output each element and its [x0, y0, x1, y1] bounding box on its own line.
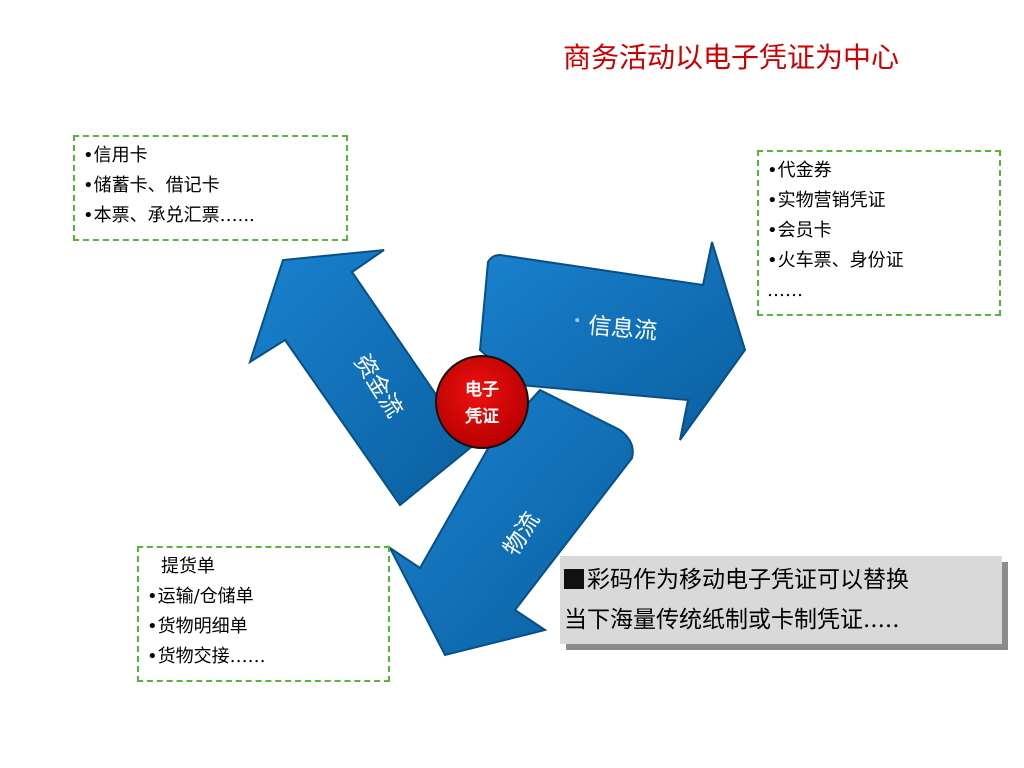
capital-item: •信用卡 [83, 145, 148, 166]
note-box: 彩码作为移动电子凭证可以替换 当下海量传统纸制或卡制凭证..... [560, 556, 1002, 644]
logistics-flow-arrow [387, 388, 634, 657]
information-flow-arrow [478, 241, 747, 441]
information-flow-label-group: 信息流 [575, 313, 658, 345]
information-item: •实物营销凭证 [767, 190, 886, 211]
information-item: •火车票、身份证 [767, 250, 904, 271]
capital-item: •储蓄卡、借记卡 [83, 175, 220, 196]
page-title: 商务活动以电子凭证为中心 [563, 41, 900, 74]
information-flow-box: •代金券 •实物营销凭证 •会员卡 •火车票、身份证 …… [757, 150, 1001, 316]
capital-item: •本票、承兑汇票…... [83, 205, 255, 226]
information-item: •会员卡 [767, 220, 832, 241]
logistics-item: •货物明细单 [147, 616, 248, 637]
center-label-line2: 凭证 [464, 406, 499, 427]
square-bullet-icon [564, 569, 584, 589]
center-label-line1: 电子 [465, 379, 499, 400]
information-flow-label: 信息流 [587, 313, 658, 345]
note-line-2: 当下海量传统纸制或卡制凭证..... [564, 607, 900, 633]
information-item: •代金券 [767, 160, 832, 181]
logistics-item: •货物交接…… [147, 646, 266, 667]
logistics-item: 提货单 [161, 556, 215, 577]
capital-flow-box: •信用卡 •储蓄卡、借记卡 •本票、承兑汇票…... [73, 135, 348, 241]
logistics-box: 提货单 •运输/仓储单 •货物明细单 •货物交接…… [137, 546, 390, 682]
capital-flow-arrow [248, 249, 482, 507]
note-line-1: 彩码作为移动电子凭证可以替换 [587, 567, 909, 593]
logistics-item: •运输/仓储单 [147, 586, 254, 607]
information-item: …… [767, 280, 803, 301]
center-circle [435, 355, 529, 449]
